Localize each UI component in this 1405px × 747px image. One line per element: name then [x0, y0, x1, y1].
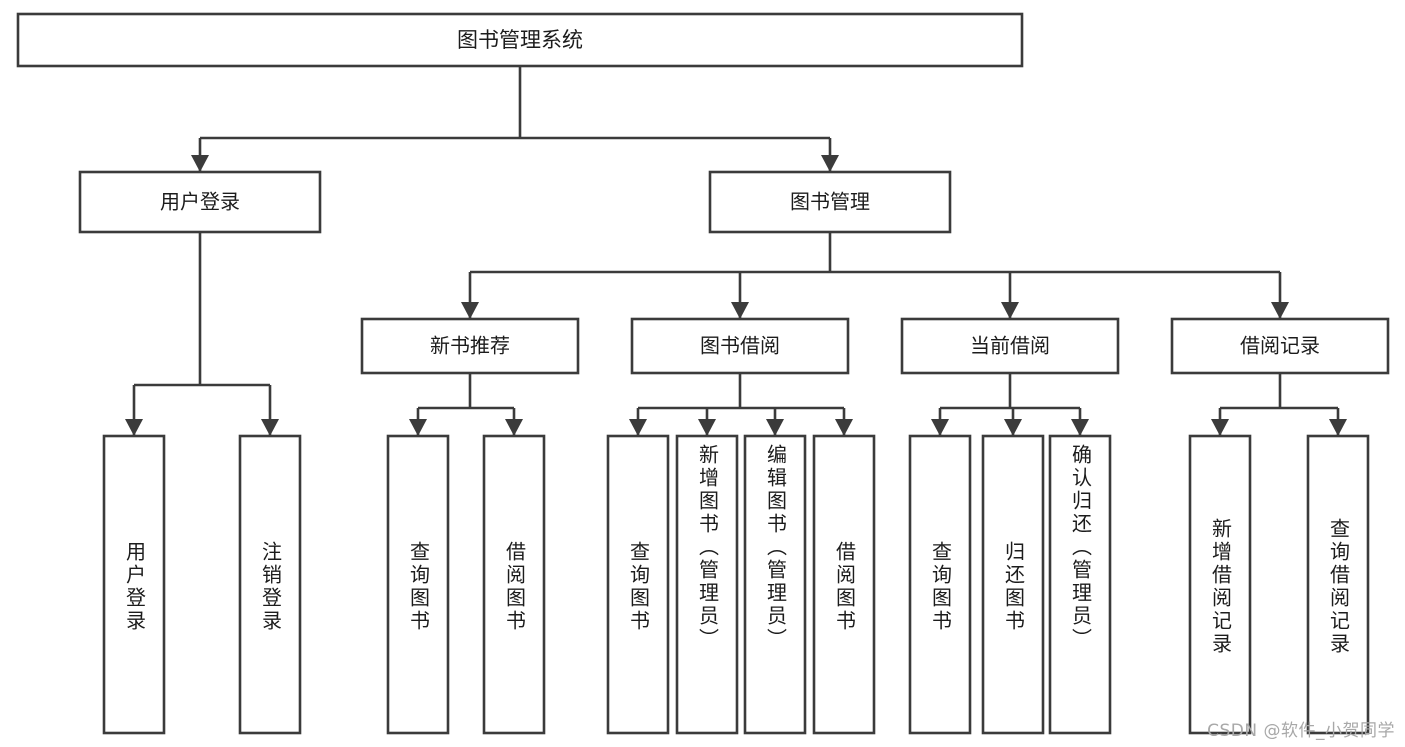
arrow-head-icon [191, 155, 209, 172]
node-leaf-box-1[interactable] [238, 434, 302, 735]
node-leaf-box-11[interactable] [1188, 434, 1252, 735]
arrow-head-icon [125, 419, 143, 436]
node-root-label: 图书管理系统 [457, 28, 583, 52]
arrow-head-icon [261, 419, 279, 436]
node-level3-box-3[interactable] [1170, 317, 1390, 375]
node-level3-box-1[interactable] [630, 317, 850, 375]
node-leaf-box-8[interactable] [908, 434, 972, 735]
node-level2-label-1: 图书管理 [790, 190, 870, 214]
node-leaf-box-0[interactable] [102, 434, 166, 735]
arrow-head-icon [1001, 302, 1019, 319]
node-level3-label-3: 借阅记录 [1240, 334, 1320, 358]
node-root-box[interactable] [16, 12, 1024, 68]
node-level3-label-1: 图书借阅 [700, 334, 780, 358]
connectors-layer [125, 66, 1347, 436]
arrow-head-icon [821, 155, 839, 172]
node-level2-label-0: 用户登录 [160, 190, 240, 214]
arrow-head-icon [629, 419, 647, 436]
arrow-head-icon [1271, 302, 1289, 319]
arrow-head-icon [1004, 419, 1022, 436]
node-leaf-box-12[interactable] [1306, 434, 1370, 735]
node-leaf-box-6[interactable] [743, 434, 807, 735]
node-level3-label-2: 当前借阅 [970, 334, 1050, 358]
node-level2-box-0[interactable] [78, 170, 322, 234]
arrow-head-icon [505, 419, 523, 436]
boxes-layer [16, 12, 1390, 735]
arrow-head-icon [1329, 419, 1347, 436]
arrow-head-icon [461, 302, 479, 319]
node-level3-box-2[interactable] [900, 317, 1120, 375]
arrow-head-icon [766, 419, 784, 436]
arrow-head-icon [731, 302, 749, 319]
arrow-head-icon [835, 419, 853, 436]
node-level3-box-0[interactable] [360, 317, 580, 375]
node-leaf-box-10[interactable] [1048, 434, 1112, 735]
arrow-head-icon [1211, 419, 1229, 436]
node-leaf-box-5[interactable] [675, 434, 739, 735]
node-level2-box-1[interactable] [708, 170, 952, 234]
csdn-watermark: CSDN @软件_小贺同学 [1207, 721, 1395, 741]
arrow-head-icon [931, 419, 949, 436]
node-leaf-box-9[interactable] [981, 434, 1045, 735]
node-leaf-box-2[interactable] [386, 434, 450, 735]
arrow-head-icon [1071, 419, 1089, 436]
node-level3-label-0: 新书推荐 [430, 334, 510, 358]
node-leaf-box-4[interactable] [606, 434, 670, 735]
node-leaf-box-3[interactable] [482, 434, 546, 735]
node-leaf-box-7[interactable] [812, 434, 876, 735]
arrow-head-icon [409, 419, 427, 436]
arrow-head-icon [698, 419, 716, 436]
